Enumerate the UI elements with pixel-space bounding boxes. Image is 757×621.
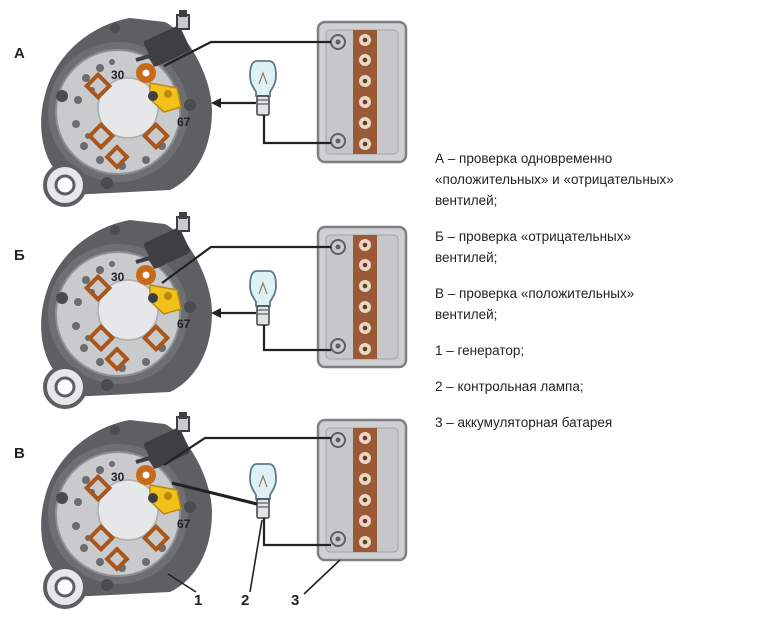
legend-b-line1: Б – проверка «отрицательных» <box>435 229 632 244</box>
row-b: Б 30 67 <box>14 210 408 409</box>
row-v: В 30 67 1 2 3 <box>14 410 408 609</box>
terminal-30-label-b: 30 <box>111 270 125 284</box>
legend-a-line2: «положительных» и «отрицательных» <box>435 172 674 187</box>
legend-v-line1: В – проверка «положительных» <box>435 286 635 301</box>
callout-generator-number: 1 <box>194 592 202 609</box>
battery-v <box>316 418 408 562</box>
terminal-30-label-a: 30 <box>111 68 125 82</box>
wires-b <box>161 245 331 352</box>
callout-lamp-number: 2 <box>241 592 249 609</box>
terminal-67-label-a: 67 <box>177 115 191 129</box>
lamp-a <box>249 60 277 116</box>
wires-a <box>163 40 331 145</box>
legend-item-generator: 1 – генератор; <box>435 343 525 358</box>
legend: А – проверка одновременно «положительных… <box>435 148 755 433</box>
row-letter-v: В <box>14 445 25 462</box>
legend-a-line1: А – проверка одновременно <box>435 151 613 166</box>
callout-battery-number: 3 <box>291 592 299 609</box>
row-letter-b: Б <box>14 247 25 264</box>
terminal-67-label-b: 67 <box>177 317 191 331</box>
generator-v <box>39 410 214 609</box>
generator-a <box>39 8 214 207</box>
legend-item-battery: 3 – аккумуляторная батарея <box>435 415 613 430</box>
terminal-30-label-v: 30 <box>111 470 125 484</box>
battery-a <box>316 20 408 164</box>
legend-a-line3: вентилей; <box>435 193 498 208</box>
wires-v <box>163 436 331 547</box>
terminal-67-label-v: 67 <box>177 517 191 531</box>
legend-b-line2: вентилей; <box>435 250 498 265</box>
row-letter-a: А <box>14 45 25 62</box>
row-a: А 30 67 <box>14 8 408 207</box>
lamp-b <box>249 270 277 326</box>
generator-b <box>39 210 214 409</box>
battery-b <box>316 225 408 369</box>
legend-v-line2: вентилей; <box>435 307 498 322</box>
legend-item-lamp: 2 – контрольная лампа; <box>435 379 584 394</box>
callout-leaders <box>167 519 341 595</box>
lamp-v <box>249 463 277 519</box>
